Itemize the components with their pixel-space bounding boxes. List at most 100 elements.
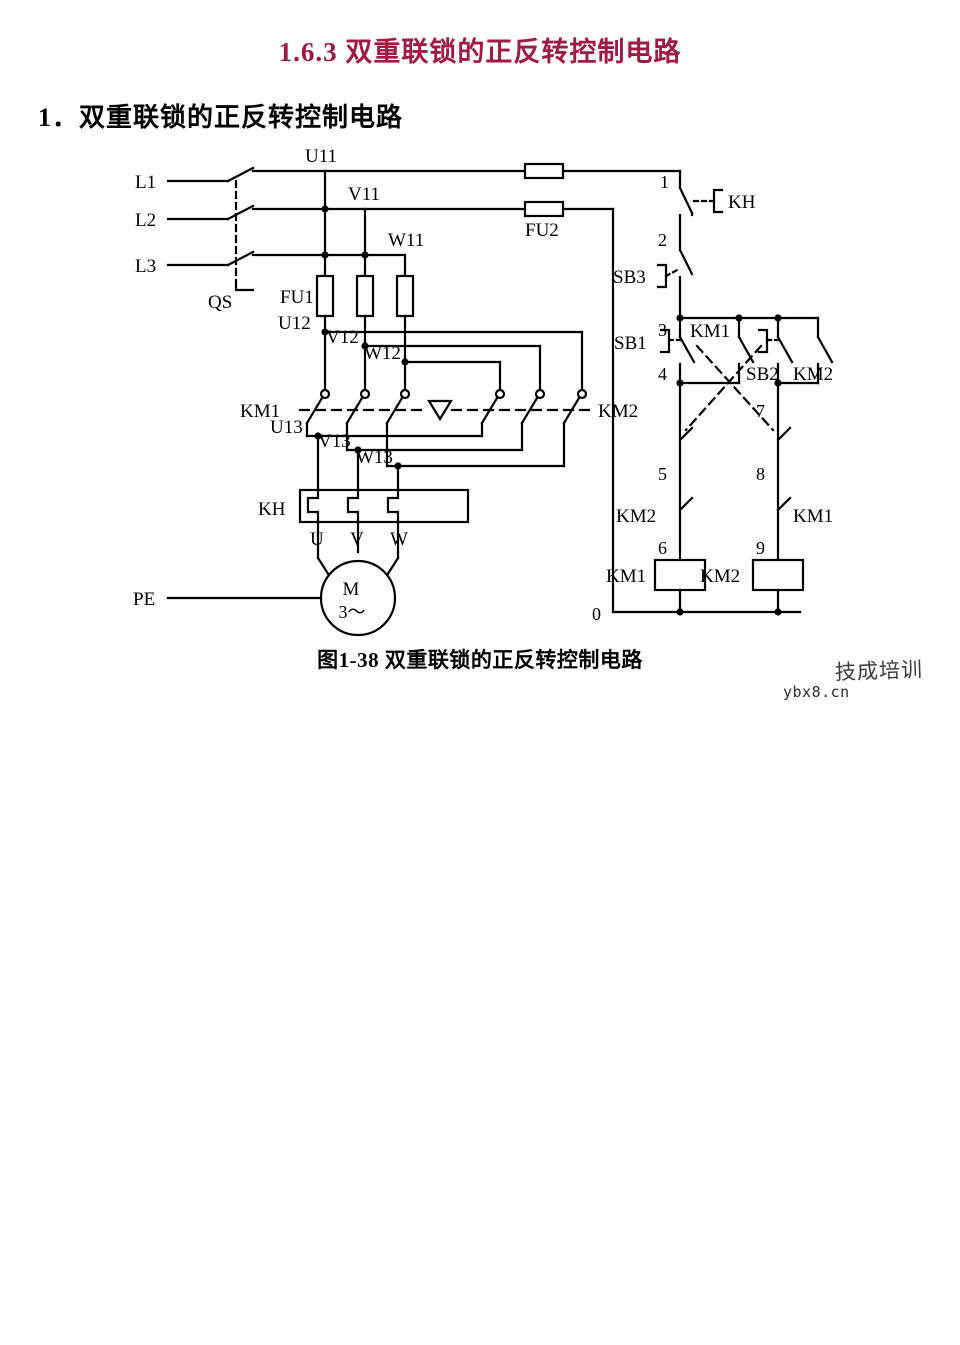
junction-v13 [354,446,362,454]
km2-seal-blade [816,335,834,364]
sb1-interlock-dash [695,344,775,432]
km-link-triangle [427,399,453,422]
label-node-1: 1 [660,172,669,192]
label-node-0: 0 [592,604,601,624]
km1-nc-blade [776,496,792,512]
label-FU2: FU2 [525,220,559,241]
sb2-blade [776,335,794,364]
sb2-push-symbol [757,328,769,354]
label-motor-W: W [390,529,408,550]
label-V13: V13 [318,431,351,452]
sb1-blade [678,335,696,364]
junction-node7 [774,379,782,387]
label-KM1-nc: KM1 [793,506,833,527]
km2-pole1-terminal [494,388,506,400]
km2-nc-blade [678,496,694,512]
kh-contact-blade [678,186,694,215]
label-node-3: 3 [658,320,667,340]
km1-pole3-blade [385,396,404,425]
fuse-FU2-a [523,162,565,180]
qs-blade-3 [226,250,255,267]
label-node-8: 8 [756,464,765,484]
junction-u11-w11 [321,251,329,259]
junction-node3b [735,314,743,322]
qs-blade-1 [226,166,255,183]
coil-KM2 [751,558,805,592]
kh-heater-3 [386,488,400,524]
km1-pole1-blade [305,396,324,425]
label-KM1-seal: KM1 [690,321,730,342]
label-KM2-nc: KM2 [616,506,656,527]
km1-pole1-terminal [319,388,331,400]
km2-pole2-blade [520,396,539,425]
label-KM2-contactor: KM2 [598,401,638,422]
junction-node3c [774,314,782,322]
relay-KH-body [298,488,470,524]
label-L3: L3 [135,256,156,277]
figure-caption: 图1-38 双重联锁的正反转控制电路 [317,648,643,672]
kh-heater-1 [306,488,320,524]
qs-handle [234,278,255,292]
label-node-2: 2 [658,230,667,250]
label-KM2-seal: KM2 [793,364,833,385]
sb3-link-dash [664,267,681,278]
junction-node3a [676,314,684,322]
label-L1: L1 [135,172,156,193]
label-node-4: 4 [658,364,667,384]
qs-blade-2 [226,204,255,221]
label-FU1: FU1 [280,287,314,308]
fuse-FU1-L3 [395,274,415,318]
label-KM1-coil: KM1 [606,566,646,587]
label-L2: L2 [135,210,156,231]
junction-w12 [401,358,409,366]
junction-u11-v11 [321,205,329,213]
junction-u13 [314,432,322,440]
sb1-nc-blade [678,426,694,442]
km2-pole2-terminal [534,388,546,400]
coil-KM1 [653,558,707,592]
kh-heater-2 [346,488,360,524]
circuit-diagram: L1 L2 L3 QS U11 V11 W11 FU1 FU2 U12 V12 … [133,146,834,637]
label-U11: U11 [305,146,337,167]
label-W13: W13 [356,447,393,468]
label-KH-relay: KH [258,499,286,520]
label-W11: W11 [388,230,424,251]
junction-node4 [676,379,684,387]
label-U12: U12 [278,313,311,334]
junction-v12 [361,342,369,350]
label-V12: V12 [326,327,359,348]
label-QS: QS [208,292,232,313]
sb3-blade [678,248,694,276]
fuse-FU1-L2 [355,274,375,318]
label-KM2-coil: KM2 [700,566,740,587]
label-W12: W12 [364,343,401,364]
watermark-brand: 技成培训 [834,657,924,685]
label-SB3: SB3 [613,267,646,288]
label-node-6: 6 [658,538,667,558]
sb2-nc-blade [776,426,792,442]
junction-node0b [774,608,782,616]
label-motor-M: M [343,579,360,600]
page-title: 1.6.3 双重联锁的正反转控制电路 [278,37,682,67]
label-node-5: 5 [658,464,667,484]
label-SB1: SB1 [614,333,647,354]
km1-pole2-terminal [359,388,371,400]
label-node-7: 7 [756,401,765,421]
label-motor-V: V [350,529,364,550]
junction-w13 [394,462,402,470]
label-V11: V11 [348,184,380,205]
junction-node0a [676,608,684,616]
fuse-FU1-L1 [315,274,335,318]
section-subtitle: 1．双重联锁的正反转控制电路 [38,103,404,132]
kh-trip-symbol [712,188,724,214]
fuse-FU2-b [523,200,565,218]
junction-v11-w11 [361,251,369,259]
label-KH-contact: KH [728,192,756,213]
label-SB2: SB2 [746,364,779,385]
slide-page: 1.6.3 双重联锁的正反转控制电路 1．双重联锁的正反转控制电路 [38,37,924,701]
label-U13: U13 [270,417,303,438]
km1-pole3-terminal [399,388,411,400]
km2-pole3-terminal [576,388,588,400]
sb2-interlock-dash [684,344,763,432]
label-motor-U: U [310,529,324,550]
